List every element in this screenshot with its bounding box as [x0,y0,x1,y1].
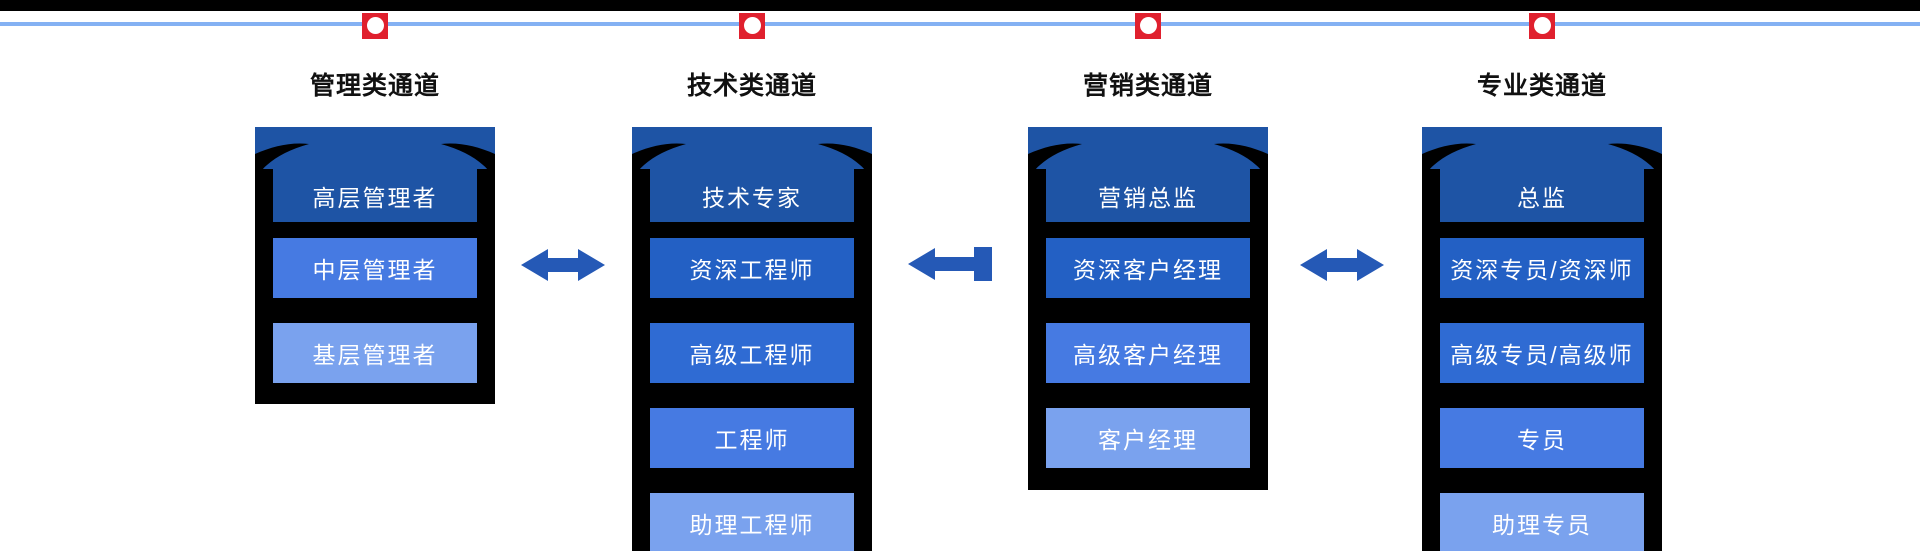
level-label: 高级工程师 [689,342,815,368]
level-label: 资深专员/资深师 [1450,257,1634,283]
channel-title: 营销类通道 [1082,72,1213,100]
level-label: 高级客户经理 [1073,342,1223,368]
timeline-marker-icon [739,13,765,39]
level-box-top: 高层管理者 [273,169,477,222]
level-label: 中层管理者 [312,257,438,283]
level-box-top: 总监 [1440,169,1644,222]
marker-dot-icon [1139,17,1157,34]
level-label: 助理工程师 [689,512,815,538]
level-label: 专员 [1517,427,1567,453]
marker-dot-icon [743,17,761,34]
level-box: 专员 [1440,408,1644,468]
level-box: 高级工程师 [650,323,854,383]
timeline-marker-icon [1529,13,1555,39]
level-label: 技术专家 [702,184,802,211]
level-label: 客户经理 [1098,427,1198,453]
level-box-top: 技术专家 [650,169,854,222]
channel-marketing: 营销类通道 营销总监 资深客户经理 高级客户经理 客户经理 [1028,0,1268,551]
left-arrow-icon [908,247,992,281]
level-box: 高级客户经理 [1046,323,1250,383]
timeline-marker-icon [362,13,388,39]
channel-title: 技术类通道 [686,72,817,100]
channel-professional: 专业类通道 总监 资深专员/资深师 高级专员/高级师 专员 助理专员 [1422,0,1662,551]
channel-technical: 技术类通道 技术专家 资深工程师 高级工程师 工程师 助理工程师 [632,0,872,551]
level-box: 中层管理者 [273,238,477,298]
banner-curl-icon [1028,143,1268,183]
level-box: 资深专员/资深师 [1440,238,1644,298]
level-label: 资深客户经理 [1073,257,1223,283]
banner-curl-icon [1422,143,1662,183]
double-arrow-icon [521,249,605,281]
ladder: 高层管理者 中层管理者 基层管理者 [255,127,495,404]
marker-dot-icon [1533,17,1551,34]
level-box: 资深工程师 [650,238,854,298]
marker-dot-icon [366,17,384,34]
banner-curl-icon [255,143,495,183]
level-box: 工程师 [650,408,854,468]
level-box: 客户经理 [1046,408,1250,468]
level-label: 助理专员 [1492,512,1592,538]
ladder: 营销总监 资深客户经理 高级客户经理 客户经理 [1028,127,1268,490]
level-label: 基层管理者 [312,342,438,368]
channel-title: 专业类通道 [1476,72,1607,100]
level-label: 总监 [1517,184,1567,211]
level-label: 营销总监 [1098,184,1198,211]
channel-management: 管理类通道 高层管理者 中层管理者 基层管理者 [255,0,495,551]
level-label: 资深工程师 [689,257,815,283]
double-arrow-icon [1300,249,1384,281]
level-label: 工程师 [714,427,790,453]
channel-title: 管理类通道 [309,72,440,100]
level-box: 助理专员 [1440,493,1644,551]
level-box: 资深客户经理 [1046,238,1250,298]
level-box: 基层管理者 [273,323,477,383]
top-border-bar [0,0,1920,11]
level-box-top: 营销总监 [1046,169,1250,222]
level-box: 高级专员/高级师 [1440,323,1644,383]
level-label: 高层管理者 [312,184,438,211]
timeline-marker-icon [1135,13,1161,39]
level-label: 高级专员/高级师 [1450,342,1634,368]
ladder: 技术专家 资深工程师 高级工程师 工程师 助理工程师 [632,127,872,551]
ladder: 总监 资深专员/资深师 高级专员/高级师 专员 助理专员 [1422,127,1662,551]
banner-curl-icon [632,143,872,183]
level-box: 助理工程师 [650,493,854,551]
timeline-line [0,22,1920,26]
